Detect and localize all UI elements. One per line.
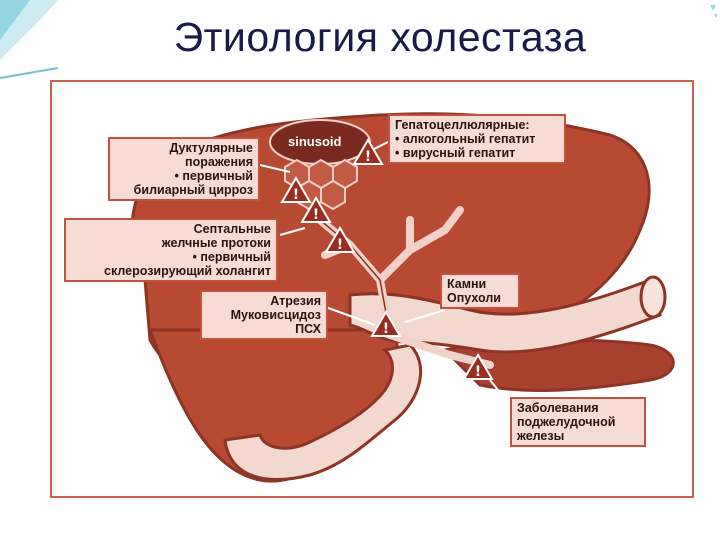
slide-title: Этиология холестаза: [173, 14, 587, 60]
label-ductular: Дуктулярные поражения • первичный билиар…: [108, 137, 260, 201]
label-line: Камни: [447, 277, 487, 291]
label-line: Септальные: [193, 222, 271, 236]
warning-triangle-icon: !: [352, 138, 384, 165]
svg-text:!: !: [475, 364, 481, 380]
corner-decoration-right: [710, 5, 718, 18]
label-line: • первичный: [174, 169, 253, 183]
label-line: билиарный цирроз: [133, 183, 253, 197]
label-atresia: Атрезия Муковисцидоз ПСХ: [200, 290, 328, 340]
sinusoid-label: sinusoid: [288, 134, 342, 149]
warning-triangle-icon: !: [280, 176, 312, 203]
label-line: Муковисцидоз: [230, 308, 321, 322]
label-line: желчные протоки: [161, 236, 271, 250]
svg-text:!: !: [313, 207, 319, 223]
label-hepatocellular: Гепатоцеллюлярные: • алкогольный гепатит…: [388, 114, 566, 164]
corner-decoration-left: [0, 0, 59, 79]
label-pancreas: Заболевания поджелудочной железы: [510, 397, 646, 447]
label-line: • алкогольный гепатит: [395, 132, 536, 146]
label-line: Заболевания: [517, 401, 599, 415]
warning-triangle-icon: !: [300, 196, 332, 223]
warning-triangle-icon: !: [370, 310, 402, 337]
label-line: Атрезия: [270, 294, 321, 308]
label-line: Опухоли: [447, 291, 501, 305]
duodenum-tube: [223, 343, 423, 481]
label-septal: Септальные желчные протоки • первичный с…: [64, 218, 278, 282]
warning-triangle-icon: !: [324, 226, 356, 253]
label-line: ПСХ: [295, 322, 321, 336]
label-line: железы: [517, 429, 565, 443]
label-line: • вирусный гепатит: [395, 146, 516, 160]
label-stones-tumors: Камни Опухоли: [440, 273, 520, 309]
warning-triangle-icon: !: [462, 353, 494, 380]
svg-text:!: !: [293, 187, 299, 203]
label-line: Гепатоцеллюлярные:: [395, 118, 530, 132]
svg-text:!: !: [383, 321, 389, 337]
label-line: поражения: [185, 155, 253, 169]
svg-text:!: !: [337, 237, 343, 253]
label-line: • первичный: [192, 250, 271, 264]
label-line: склерозирующий холангит: [104, 264, 271, 278]
svg-text:!: !: [365, 149, 371, 165]
label-line: поджелудочной: [517, 415, 616, 429]
label-line: Дуктулярные: [169, 141, 253, 155]
